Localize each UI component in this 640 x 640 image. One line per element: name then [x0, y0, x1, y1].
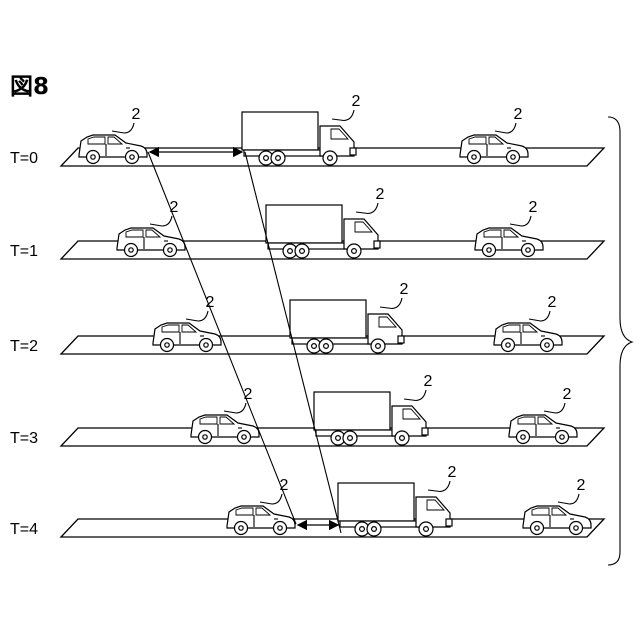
reference-numeral: 2: [563, 386, 572, 403]
reference-numeral: 2: [577, 477, 586, 494]
truck-reference-label: 2: [380, 281, 409, 309]
truck-reference-label: 2: [356, 186, 385, 214]
car-reference-label: 2: [150, 199, 179, 226]
time-label: T=3: [10, 430, 38, 447]
time-row: T=1 2 2 2: [10, 186, 604, 260]
reference-numeral: 2: [548, 294, 557, 311]
reference-numeral: 2: [132, 106, 141, 123]
car-reference-label: 2: [260, 477, 289, 504]
time-label: T=1: [10, 243, 38, 260]
car-reference-label: 2: [112, 106, 141, 133]
time-rows: T=0222T=1222T=2222T=3222T=4222: [10, 93, 604, 538]
time-row: T=2222: [10, 281, 604, 355]
time-row: T=0 2 2 2: [10, 93, 604, 167]
reference-numeral: 2: [352, 93, 361, 110]
time-row: T=4 2 2 2: [10, 464, 604, 538]
car-reference-label: 2: [558, 477, 586, 504]
reference-numeral: 2: [529, 199, 538, 216]
car-reference-label: 2: [224, 386, 253, 413]
reference-numeral: 2: [170, 199, 179, 216]
car-reference-label: 2: [510, 199, 538, 226]
truck-reference-label: 2: [332, 93, 361, 121]
car-reference-label: 2: [529, 294, 557, 321]
figure-title: 図8: [10, 74, 49, 100]
time-label: T=0: [10, 150, 38, 167]
reference-numeral: 2: [514, 106, 523, 123]
truck-reference-label: 2: [404, 373, 433, 401]
car-reference-label: 2: [495, 106, 523, 133]
reference-numeral: 2: [376, 186, 385, 203]
time-label: T=4: [10, 521, 38, 538]
car-reference-label: 2: [544, 386, 572, 413]
truck-reference-label: 2: [428, 464, 457, 492]
reference-numeral: 2: [400, 281, 409, 298]
right-brace: [608, 117, 632, 565]
time-label: T=2: [10, 338, 38, 355]
time-row: T=3 2 2 2: [10, 373, 604, 447]
reference-numeral: 2: [448, 464, 457, 481]
reference-numeral: 2: [424, 373, 433, 390]
